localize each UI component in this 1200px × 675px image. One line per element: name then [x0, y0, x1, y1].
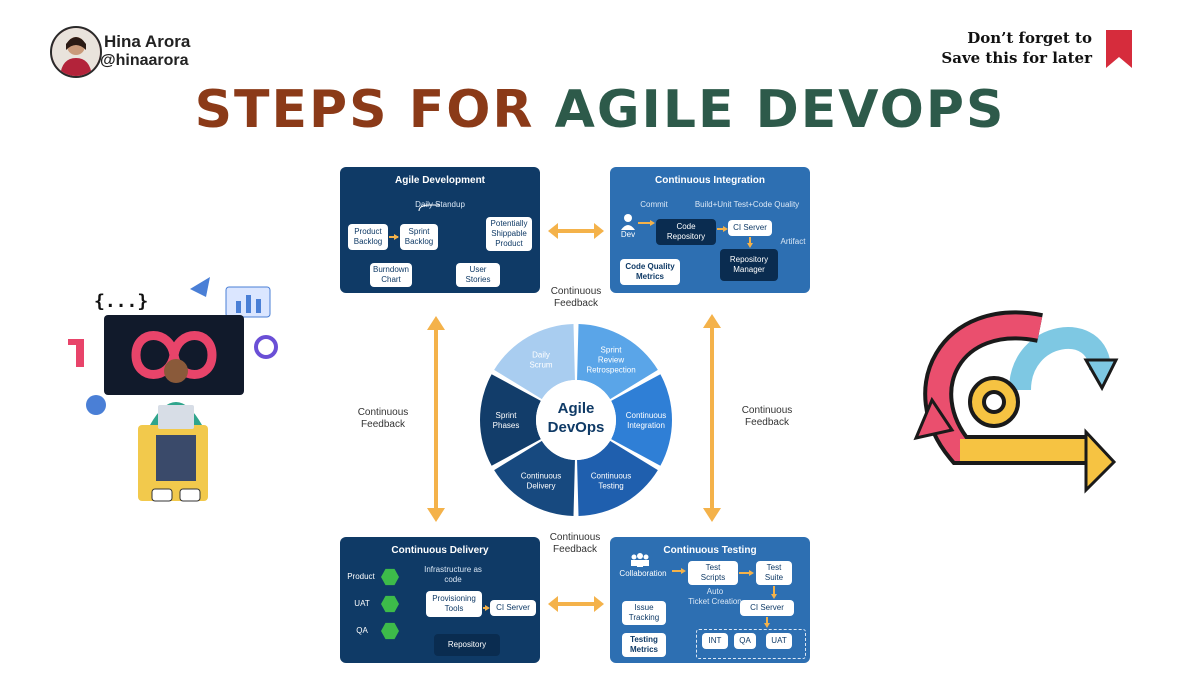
feedback-label-top: Continuous Feedback [531, 286, 621, 310]
code-braces-icon: {...} [94, 291, 148, 312]
developer-illustration: {...} [60, 275, 290, 515]
panel-agile-development: Agile Development Daily Standup Product … [340, 167, 540, 293]
gear-icon [970, 378, 1018, 426]
panel-continuous-integration: Continuous Integration Commit Build+Unit… [610, 167, 810, 293]
gear-icon [86, 395, 106, 415]
laptop-icon [158, 405, 194, 429]
ci-flow-arrows [610, 167, 810, 293]
agile-dev-flow-arrows [340, 167, 540, 293]
person-head [164, 359, 188, 383]
feedback-label-left: Continuous Feedback [338, 407, 428, 431]
feedback-label-right: Continuous Feedback [722, 405, 812, 429]
feedback-label-bottom: Continuous Feedback [530, 532, 620, 556]
magnifier-icon [256, 337, 276, 357]
agile-cycle-icon [890, 270, 1120, 510]
wrench-icon [68, 339, 84, 367]
rocket-icon [190, 277, 210, 297]
ct-flow-arrows [610, 537, 810, 663]
panel-continuous-testing: Continuous Testing Collaboration Test Sc… [610, 537, 810, 663]
panel-continuous-delivery: Continuous Delivery Product UAT QA Infra… [340, 537, 540, 663]
person-legs [156, 435, 196, 481]
cd-flow-arrows [340, 537, 540, 663]
